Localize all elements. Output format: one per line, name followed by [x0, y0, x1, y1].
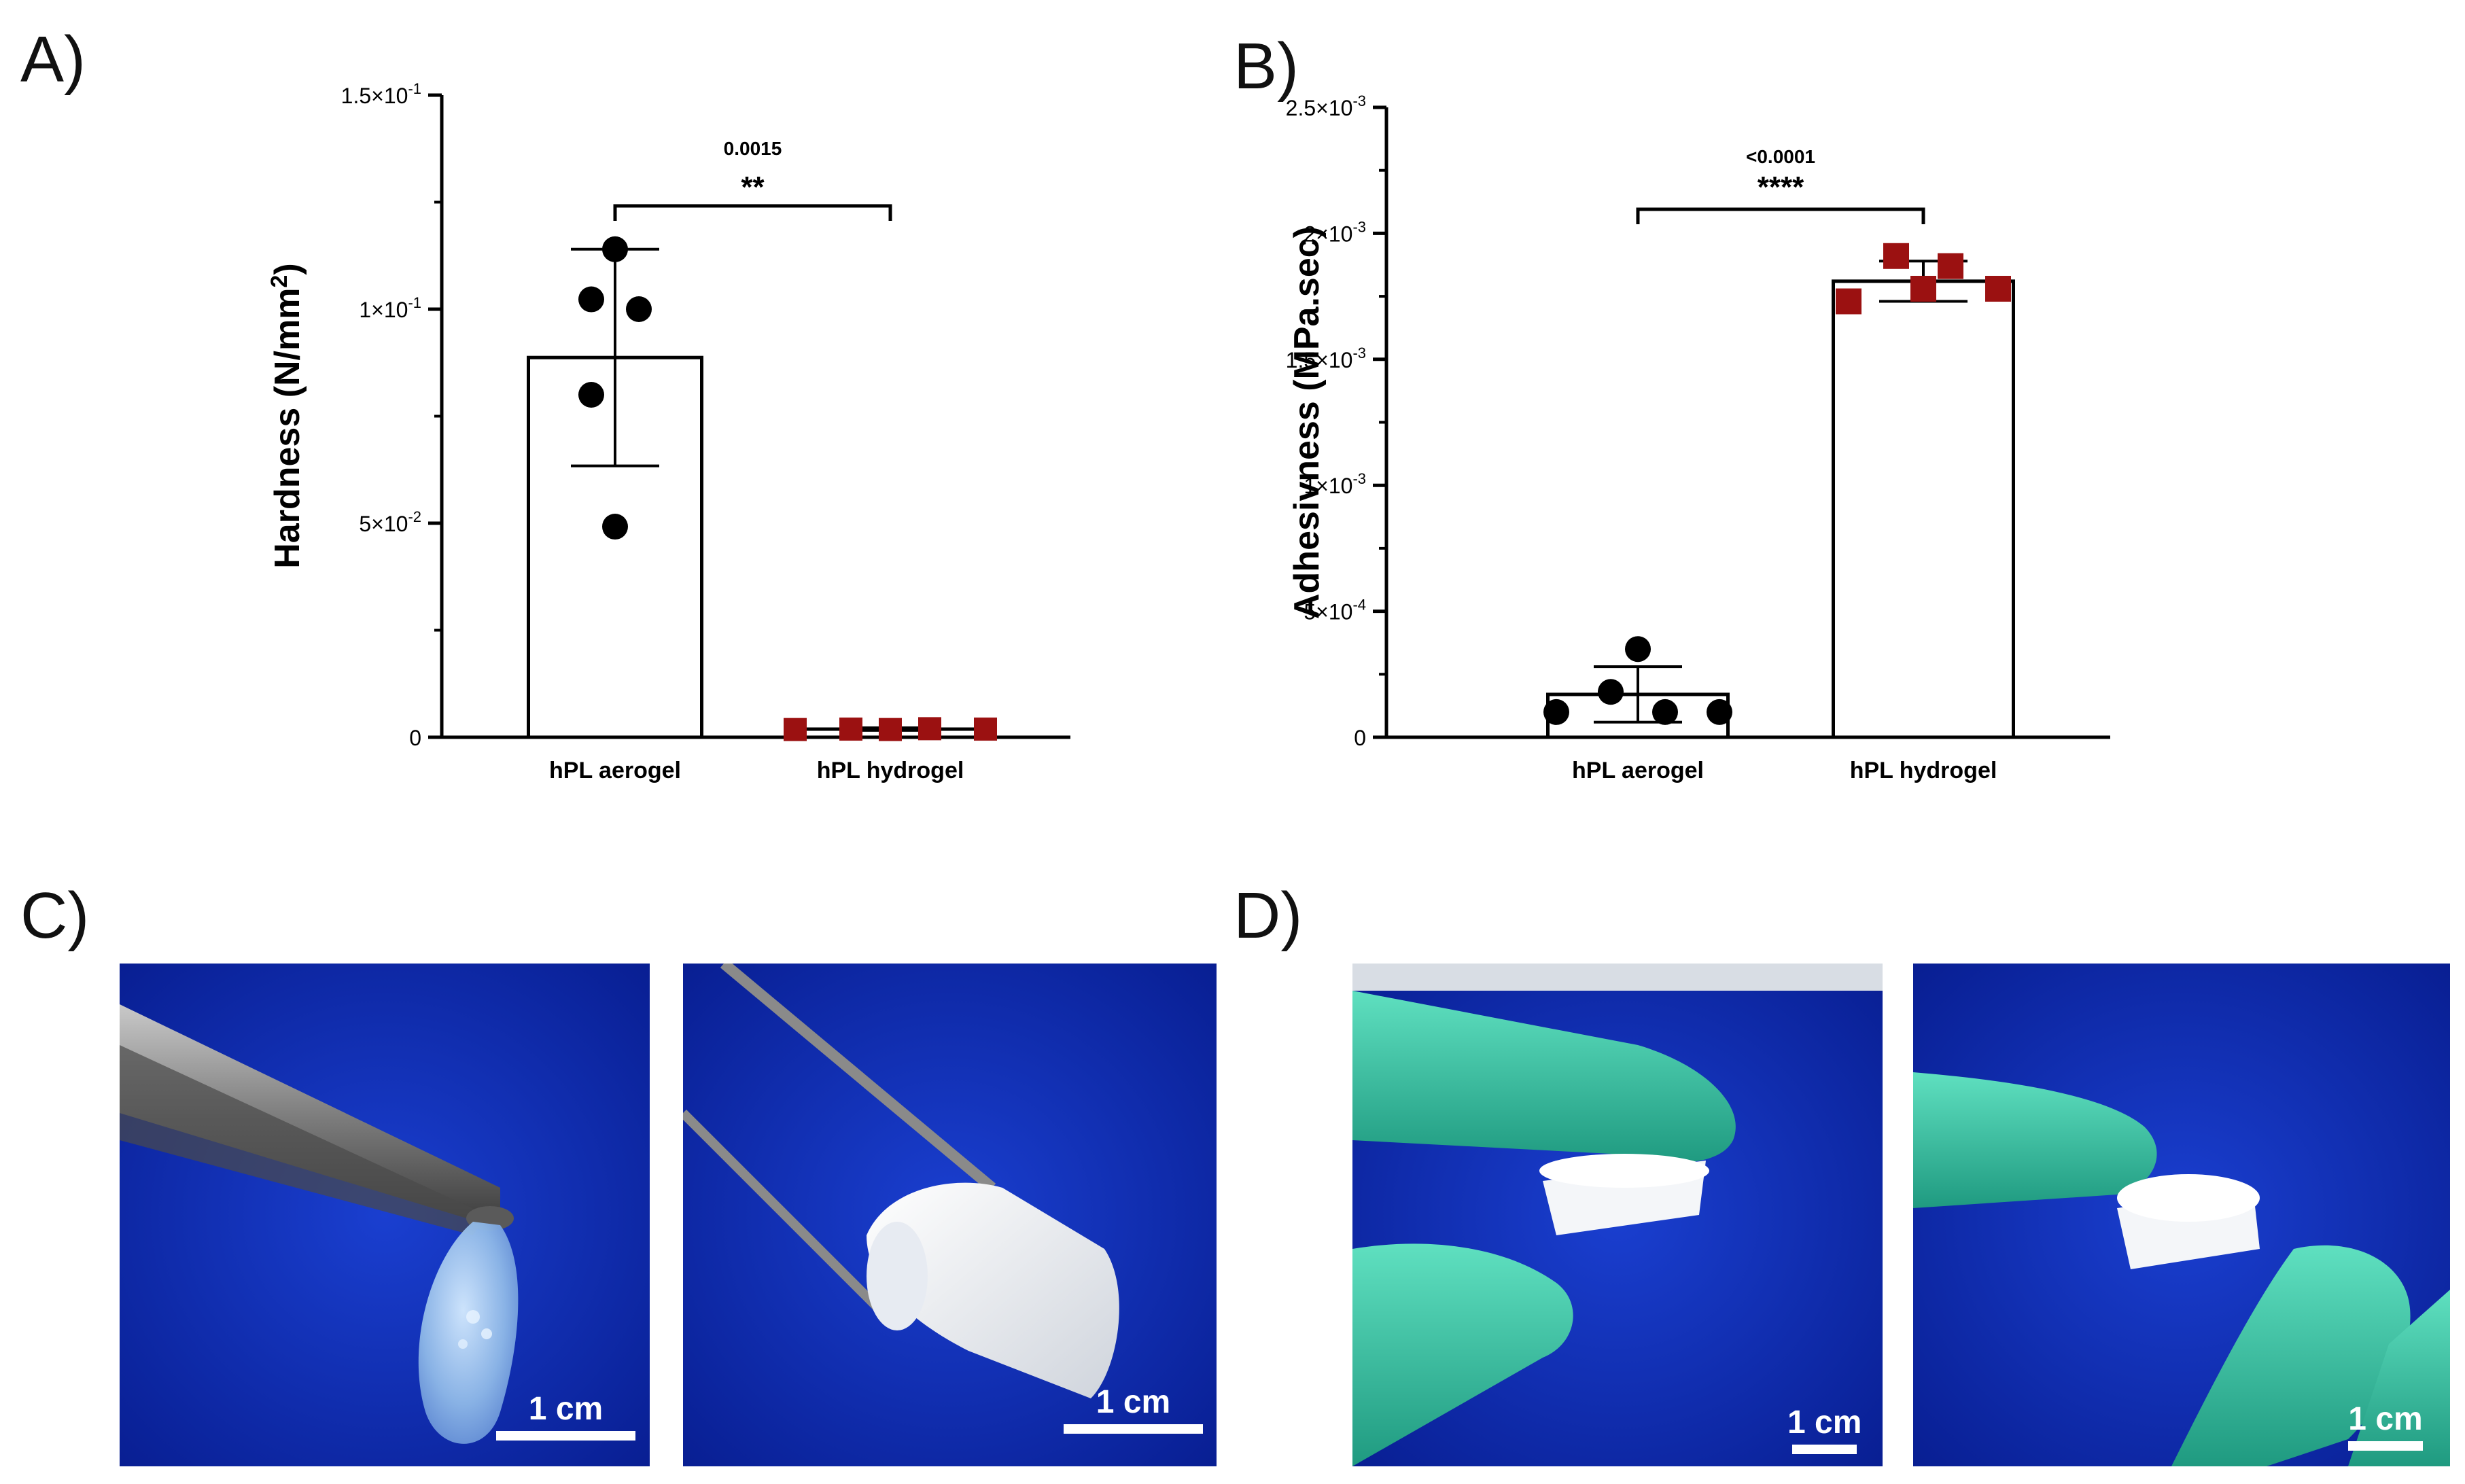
- data-point: [578, 382, 604, 408]
- scale-bar-1: 1 cm: [496, 1393, 635, 1441]
- data-point: [1707, 699, 1732, 725]
- significance-stars: **: [741, 171, 765, 204]
- panel-label-d: D): [1234, 879, 1303, 952]
- scale-bar-label: 1 cm: [2348, 1401, 2423, 1437]
- photo-aerogel-pinched: [1352, 964, 1883, 1466]
- data-point: [879, 718, 902, 741]
- photo-aerogel-held: [1913, 964, 2450, 1466]
- y-tick-label: 1.5×10-1: [341, 80, 421, 108]
- data-point: [602, 514, 628, 540]
- data-point: [1910, 275, 1936, 302]
- data-point: [1938, 253, 1963, 279]
- data-point: [1652, 699, 1678, 725]
- data-point: [784, 718, 807, 741]
- y-tick-label: 1×10-3: [1304, 470, 1366, 498]
- data-point: [1625, 636, 1651, 662]
- x-tick-label: hPL hydrogel: [817, 758, 964, 783]
- data-point: [1543, 699, 1569, 725]
- x-tick-label: hPL aerogel: [549, 758, 681, 783]
- y-axis-label: Hardness (N/mm2): [266, 263, 307, 568]
- aerogel-held-photo-illustration: [1913, 964, 2450, 1466]
- y-tick-label: 0: [409, 726, 421, 750]
- scale-bar-label: 1 cm: [528, 1391, 604, 1427]
- data-point: [839, 718, 862, 741]
- scale-bar-3: 1 cm: [1787, 1407, 1861, 1454]
- aerogel-forceps-photo-illustration: [683, 964, 1217, 1466]
- p-value-label: <0.0001: [1746, 146, 1815, 167]
- y-tick-label: 2×10-3: [1304, 218, 1366, 246]
- scale-bar-label: 1 cm: [1096, 1384, 1171, 1420]
- y-tick-label: 1×10-1: [359, 294, 421, 322]
- bar: [1832, 279, 2015, 739]
- x-tick-label: hPL hydrogel: [1850, 758, 1997, 783]
- significance-stars: ****: [1758, 171, 1804, 204]
- scale-bar-2: 1 cm: [1064, 1386, 1203, 1434]
- panel-label-a: A): [20, 23, 86, 96]
- significance-bracket: [613, 204, 892, 221]
- hydrogel-photo-illustration: [120, 964, 650, 1466]
- photo-aerogel-forceps: [683, 964, 1217, 1466]
- panel-label-c: C): [20, 879, 90, 952]
- y-tick-label: 5×10-2: [359, 508, 421, 536]
- aerogel-pinched-photo-illustration: [1352, 964, 1883, 1466]
- scale-bar-label: 1 cm: [1787, 1404, 1862, 1441]
- data-point: [1883, 243, 1909, 269]
- data-point: [626, 296, 652, 322]
- y-tick-label: 1.5×10-3: [1286, 344, 1366, 372]
- scale-bar-4: 1 cm: [2348, 1403, 2423, 1451]
- data-point: [578, 286, 604, 313]
- y-tick-label: 2.5×10-3: [1286, 92, 1366, 120]
- data-point: [918, 717, 941, 741]
- data-point: [974, 718, 997, 741]
- x-tick-label: hPL aerogel: [1572, 758, 1704, 783]
- data-point: [1598, 679, 1624, 705]
- photo-hydrogel: [120, 964, 650, 1466]
- data-point: [602, 236, 628, 262]
- y-axis-label: Adhesivness (MPa.sec): [1287, 226, 1327, 619]
- data-point: [1836, 288, 1861, 315]
- y-tick-label: 5×10-4: [1304, 597, 1366, 624]
- y-tick-label: 0: [1354, 726, 1366, 750]
- panel-label-b: B): [1234, 30, 1299, 103]
- data-point: [1985, 275, 2011, 302]
- p-value-label: 0.0015: [724, 138, 782, 159]
- significance-bracket: [1636, 207, 1925, 224]
- chart-b: 0 5×10-4 1×10-3 1.5×10-3 2×10-3 2.5×10-3Adhes…: [1286, 92, 2110, 783]
